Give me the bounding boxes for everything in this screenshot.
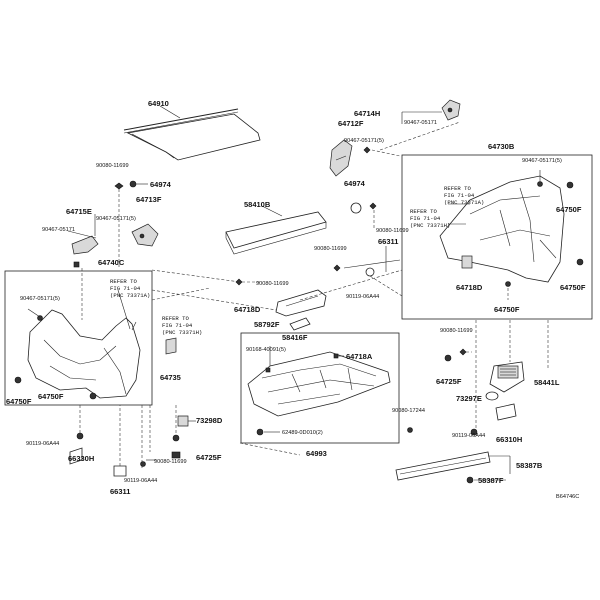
label-58387B: 58387B (516, 461, 543, 470)
label-64715E: 64715E (66, 207, 92, 216)
label-90080-right-a: 90080-11699 (376, 228, 409, 234)
reference-notes: REFER TO FIG 71-04 (PNC 73371A) REFER TO… (110, 185, 484, 336)
label-90467-left-5: 90467-05171(5) (96, 216, 136, 222)
label-64740C: 64740C (98, 258, 125, 267)
left-group-box (4, 270, 153, 406)
label-90119-right-b: 90119-06A44 (452, 433, 485, 439)
label-66311-right: 66311 (378, 237, 398, 246)
label-73297E: 73297E (456, 394, 482, 403)
label-90119-right: 90119-06A44 (346, 294, 379, 300)
label-64712F: 64712F (338, 119, 364, 128)
label-66310H: 66310H (496, 435, 522, 444)
center-group-box (240, 332, 400, 444)
label-62489: 62489-0D010(2) (282, 430, 323, 436)
label-64750F-right-c: 64750F (494, 305, 520, 314)
left-lower-fasteners (69, 405, 196, 477)
label-90467-left: 90467-05171 (42, 227, 75, 233)
label-90467-right-5: 90467-05171(5) (344, 138, 384, 144)
left-side-trim-drawing (14, 268, 211, 400)
right-group-box (401, 154, 593, 320)
label-90168: 90168-40091(5) (246, 347, 286, 353)
center-parts-drawing (247, 289, 391, 436)
right-side-trim-drawing (439, 170, 584, 300)
label-90467-box-left: 90467-05171(5) (20, 296, 60, 302)
left-refer-a-line2: FIG 71-04 (110, 285, 141, 292)
right-lower-drawing (395, 320, 549, 484)
label-66330H: 66330H (68, 454, 94, 463)
label-64910: 64910 (148, 99, 169, 108)
deck-board-drawing (225, 211, 327, 255)
label-58410B: 58410B (244, 200, 271, 209)
label-90080-lower-left: 90080-11699 (154, 459, 187, 465)
right-refer-a-line3: (PNC 73371A) (444, 199, 484, 206)
right-upper-drawing (329, 99, 461, 277)
label-64750F-left-b: 64750F (38, 392, 64, 401)
label-90080-right-b: 90080-11699 (314, 246, 347, 252)
right-refer-a-line1: REFER TO (444, 185, 471, 192)
label-66311-left: 66311 (110, 487, 130, 496)
label-64735: 64735 (160, 373, 181, 382)
right-refer-b-line3: (PNC 73371H) (410, 222, 450, 229)
label-64725F-right: 64725F (436, 377, 462, 386)
label-58792F: 58792F (254, 320, 280, 329)
left-refer-a-line1: REFER TO (110, 278, 137, 285)
label-90467-box-right: 90467-05171(5) (522, 158, 562, 164)
tonneau-cover-drawing (123, 108, 261, 161)
left-upper-fasteners (67, 180, 159, 268)
label-64718D-right: 64718D (456, 283, 483, 292)
label-64713F: 64713F (136, 195, 162, 204)
part-labels: 64910 64974 90080-11699 64713F 64715E 90… (6, 99, 586, 496)
label-64750F-right-a: 64750F (556, 205, 582, 214)
label-58441L: 58441L (534, 378, 560, 387)
label-73298D: 73298D (196, 416, 223, 425)
label-64750F-right-b: 64750F (560, 283, 586, 292)
label-64718A: 64718A (346, 352, 373, 361)
label-90080-left: 90080-11699 (96, 163, 129, 169)
label-64993: 64993 (306, 449, 327, 458)
label-64718D: 64718D (234, 305, 261, 314)
left-refer-a-line3: (PNC 73371A) (110, 292, 150, 299)
label-64730B: 64730B (488, 142, 515, 151)
label-90080-center: 90080-11699 (256, 281, 289, 287)
label-58416F: 58416F (282, 333, 308, 342)
left-refer-b-line1: REFER TO (162, 315, 189, 322)
label-58387F: 58387F (478, 476, 504, 485)
label-64750F-left-a: 64750F (6, 397, 32, 406)
label-64714H: 64714H (354, 109, 380, 118)
left-refer-b-line2: FIG 71-04 (162, 322, 193, 329)
label-64974-left: 64974 (150, 180, 172, 189)
right-refer-b-line1: REFER TO (410, 208, 437, 215)
right-refer-b-line2: FIG 71-04 (410, 215, 441, 222)
label-90119-left-b: 90119-06A44 (124, 478, 157, 484)
label-90080-lower-right: 90080-11699 (440, 328, 473, 334)
left-refer-b-line3: (PNC 73371H) (162, 329, 202, 336)
label-64974-right: 64974 (344, 179, 366, 188)
label-90080-17244: 90080-17244 (392, 408, 425, 414)
right-refer-a-line2: FIG 71-04 (444, 192, 475, 199)
label-90467-right: 90467-05171 (404, 120, 437, 126)
label-64725F-left: 64725F (196, 453, 222, 462)
figure-code: B64746C (556, 494, 579, 500)
label-90119-left-a: 90119-06A44 (26, 441, 59, 447)
